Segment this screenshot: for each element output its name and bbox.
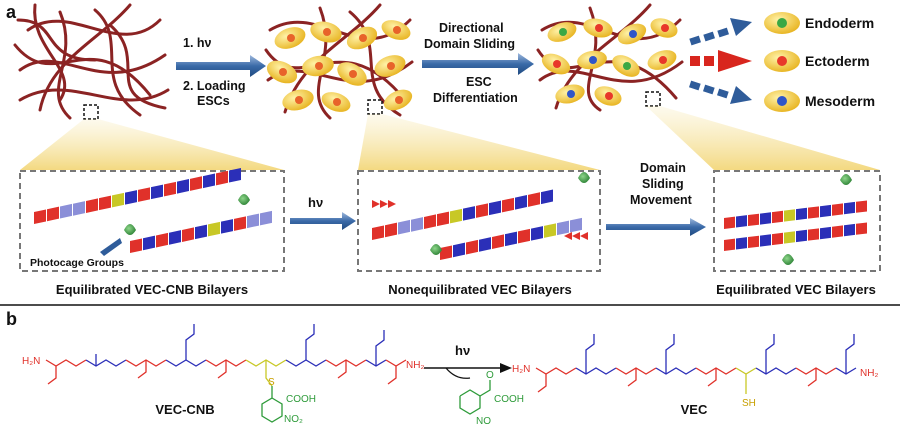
step1-line2: 2. Loading: [183, 79, 246, 93]
arrow-step1: [176, 55, 266, 77]
callout-fan-left: [20, 119, 284, 170]
zoom-box-left: [83, 104, 99, 120]
sliding-line2: Sliding: [642, 177, 684, 191]
no-byproduct: NO: [476, 416, 491, 427]
h2n-left: H₂N: [22, 356, 40, 367]
arrow-domain-sliding: [606, 218, 706, 236]
panel-b-label: b: [6, 309, 17, 329]
nh2-right: NH₂: [860, 368, 878, 379]
fate-mesoderm: Mesoderm: [764, 90, 875, 112]
bilayer-right: [724, 174, 867, 265]
photocage-label: Photocage Groups: [30, 257, 124, 269]
sliding-line3: Movement: [630, 193, 693, 207]
esc-cells-loaded: [266, 20, 413, 112]
nh2-left: NH₂: [406, 360, 424, 371]
peptide-vec-cnb: H₂N NH₂ S COOH NO₂: [22, 324, 424, 425]
fiber-network-left: [13, 3, 170, 120]
bilayer-box-right: [713, 170, 881, 272]
callout-fan-right: [646, 106, 880, 170]
fate-arrows: [689, 18, 752, 104]
ectoderm-dot: [777, 56, 787, 66]
o-byproduct: O: [486, 370, 494, 381]
fate-endoderm: Endoderm: [764, 12, 874, 34]
callout-fan-middle: [358, 114, 600, 170]
s-atom-left: S: [268, 377, 275, 388]
step2-line1: Directional: [439, 21, 504, 35]
fiber-network-differentiated: [536, 3, 684, 112]
h2n-right: H₂N: [512, 364, 530, 375]
hv-label-reaction: hν: [455, 343, 470, 358]
zoom-box-right: [645, 91, 661, 107]
mesoderm-dot: [777, 96, 787, 106]
cooh-byproduct: COOH: [494, 394, 524, 405]
fate-ectoderm-label: Ectoderm: [805, 53, 870, 69]
step2-line4: Differentiation: [433, 91, 518, 105]
cooh-left: COOH: [286, 394, 316, 405]
step1-line3: ESCs: [197, 94, 230, 108]
step2-line2: Domain Sliding: [424, 37, 515, 51]
fate-endoderm-label: Endoderm: [805, 15, 874, 31]
arrow-step2: [422, 53, 534, 75]
fiber-network-cells: [264, 3, 414, 120]
hv-label-bilayer: hν: [308, 195, 323, 210]
step1-line1: 1. hν: [183, 36, 212, 50]
bilayer-middle: [372, 172, 590, 260]
peptide-right-name: VEC: [681, 402, 708, 417]
fate-mesoderm-label: Mesoderm: [805, 93, 875, 109]
step2-line3: ESC: [466, 75, 492, 89]
panel-a-label: a: [6, 2, 17, 22]
sh-right: SH: [742, 398, 756, 409]
bilayer-left: Photocage Groups: [30, 168, 272, 269]
reaction-arrowhead: [500, 363, 512, 373]
arrow-hv-bilayer: [290, 212, 356, 230]
zoom-box-middle: [367, 99, 383, 115]
fate-ectoderm: Ectoderm: [764, 50, 870, 72]
caption-left: Equilibrated VEC-CNB Bilayers: [56, 282, 248, 297]
bilayer-box-middle: [357, 170, 601, 272]
caption-right: Equilibrated VEC Bilayers: [716, 282, 876, 297]
endoderm-dot: [777, 18, 787, 28]
peptide-vec: H₂N NH₂ SH: [512, 334, 878, 409]
sliding-line1: Domain: [640, 161, 686, 175]
byproduct-nitroso: O COOH NO: [459, 370, 524, 427]
no2-left: NO₂: [284, 414, 303, 425]
peptide-left-name: VEC-CNB: [155, 402, 214, 417]
caption-middle: Nonequilibrated VEC Bilayers: [388, 282, 572, 297]
